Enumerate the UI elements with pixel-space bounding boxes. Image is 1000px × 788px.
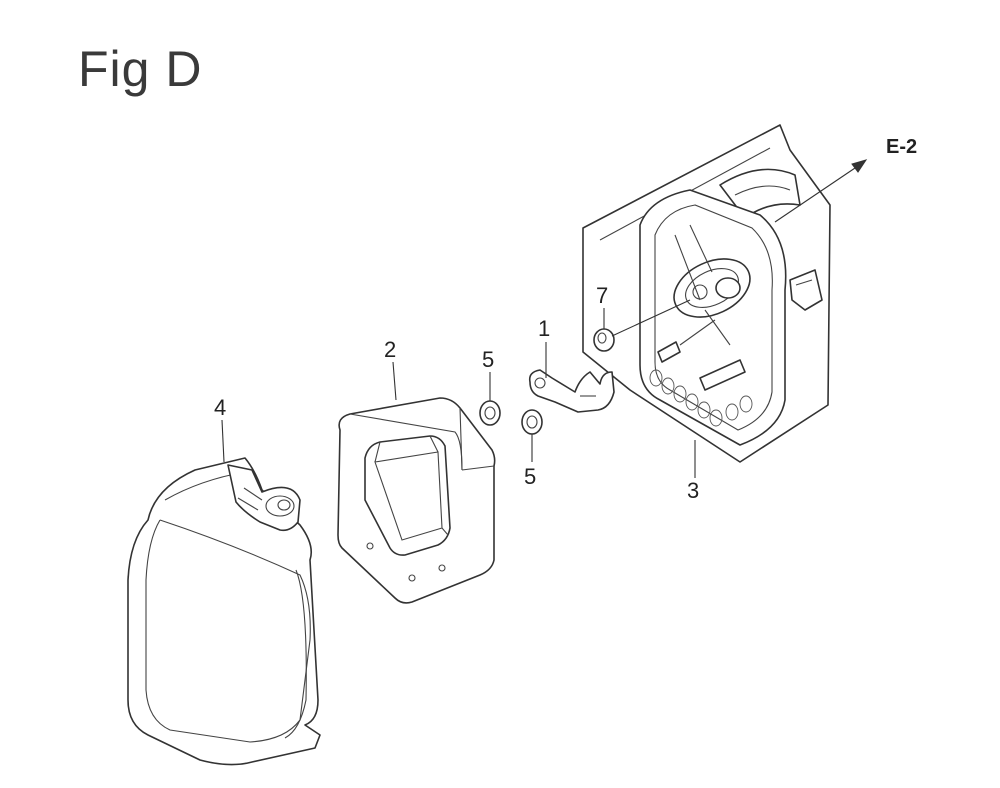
callout-7: 7 [596,283,608,329]
collar-part-7 [593,299,691,352]
cover-part-4 [127,457,321,766]
callout-label-5a: 5 [482,347,494,372]
callout-1: 1 [538,316,550,378]
callout-5-upper: 5 [482,347,494,401]
nut-part-5-upper [479,400,501,426]
callout-label-7: 7 [596,283,608,308]
air-cleaner-case [582,124,831,463]
callout-label-5b: 5 [524,464,536,489]
callout-2: 2 [384,337,397,401]
callout-5-lower: 5 [524,434,536,489]
callout-label-3: 3 [687,478,699,503]
callout-4: 4 [214,395,226,463]
reference-label: E-2 [886,136,917,158]
filter-element-part-2 [337,397,496,604]
nut-part-5-lower [521,409,543,435]
bracket-part-1 [528,369,615,413]
callout-label-2: 2 [384,337,396,362]
callout-label-4: 4 [214,395,226,420]
callout-label-1: 1 [538,316,550,341]
reference-arrow-e2: E-2 [774,136,917,223]
figure-title: Fig D [78,41,203,97]
callout-3: 3 [687,440,699,503]
